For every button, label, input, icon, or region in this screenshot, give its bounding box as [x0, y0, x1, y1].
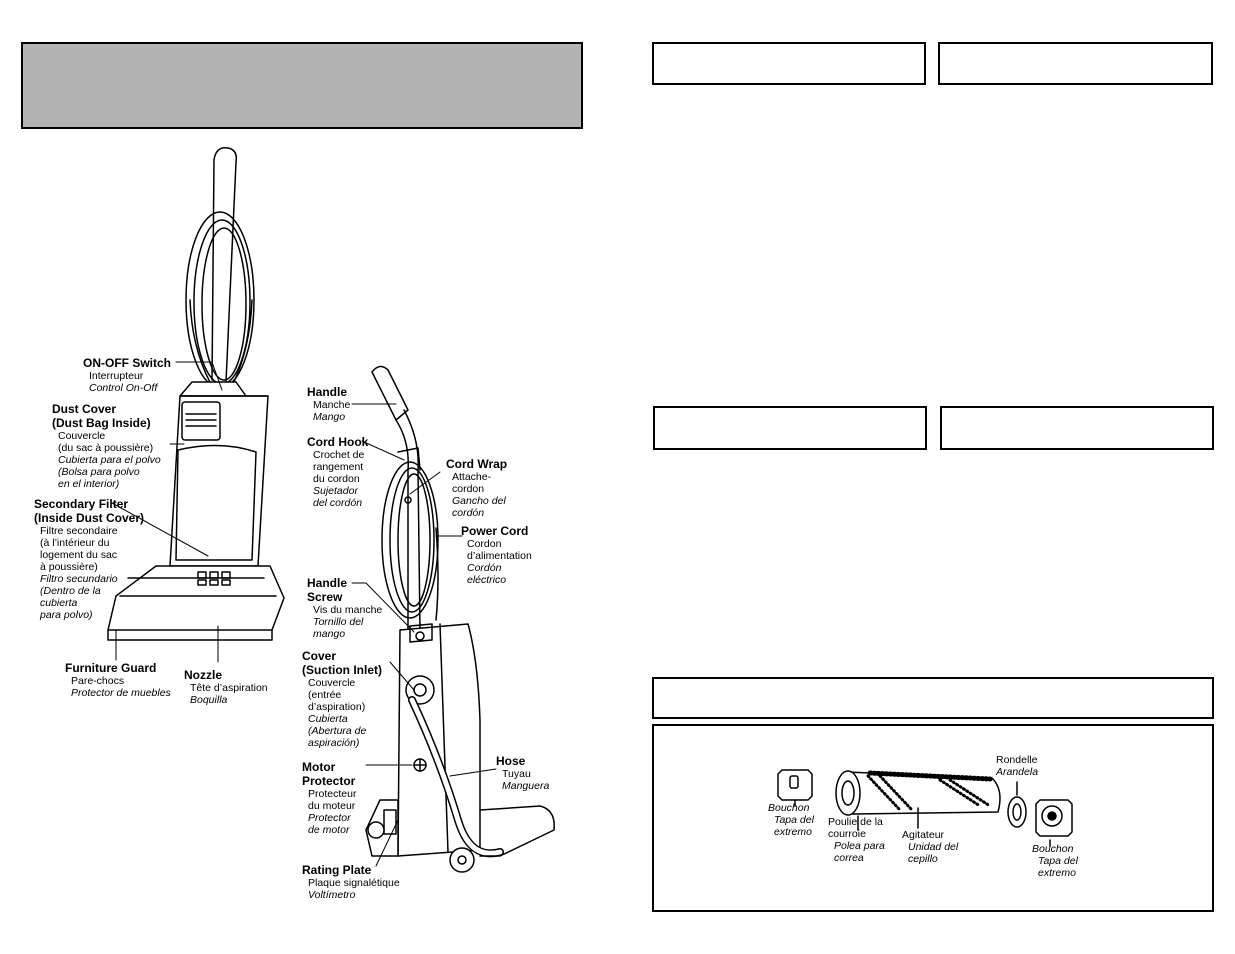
label-nozzle: Nozzle Tête d’aspiration Boquilla — [184, 668, 268, 706]
label-secondary-filter: Secondary Filter (Inside Dust Cover) Fil… — [34, 497, 145, 621]
label-hose: Hose Tuyau Manguera — [496, 754, 550, 792]
parts-diagram-box — [652, 724, 1214, 912]
label-handle: Handle Manche Mango — [307, 385, 351, 423]
label-on-off-switch: ON-OFF Switch Interrupteur Control On-Of… — [83, 356, 171, 394]
label-belt-pulley: Poulie de la courroie Polea para correa — [828, 816, 885, 864]
agitator-parts-drawing — [777, 769, 1073, 847]
label-dust-cover: Dust Cover (Dust Bag Inside) Couvercle (… — [52, 402, 161, 490]
header-box-1 — [652, 42, 926, 85]
label-cord-hook: Cord Hook Crochet de rangement du cordon… — [307, 435, 369, 509]
label-motor-protector: Motor Protector Protecteur du moteur Pro… — [302, 760, 357, 836]
side-vacuum-drawing — [365, 365, 555, 873]
label-rating-plate: Rating Plate Plaque signalétique Voltíme… — [302, 863, 400, 901]
label-cover-suction-inlet: Cover (Suction Inlet) Couvercle (entrée … — [302, 649, 382, 749]
label-end-cap-left: Bouchon Tapa del extremo — [768, 802, 814, 838]
label-end-cap-right: Bouchon Tapa del extremo — [1032, 843, 1078, 879]
header-box-3 — [653, 406, 927, 450]
upright-vacuum-drawing — [107, 147, 285, 641]
label-power-cord: Power Cord Cordon d’alimentation Cordón … — [461, 524, 532, 586]
header-box-5 — [652, 677, 1214, 719]
header-box-2 — [938, 42, 1213, 85]
header-box-4 — [940, 406, 1214, 450]
label-handle-screw: Handle Screw Vis du manche Tornillo del … — [307, 576, 383, 640]
label-agitator: Agitateur Unidad del cepillo — [902, 829, 959, 865]
label-cord-wrap: Cord Wrap Attache- cordon Gancho del cor… — [446, 457, 508, 519]
label-washer: Rondelle Arandela — [996, 754, 1039, 778]
section-header-bar — [21, 42, 583, 129]
label-furniture-guard: Furniture Guard Pare-chocs Protector de … — [65, 661, 171, 699]
